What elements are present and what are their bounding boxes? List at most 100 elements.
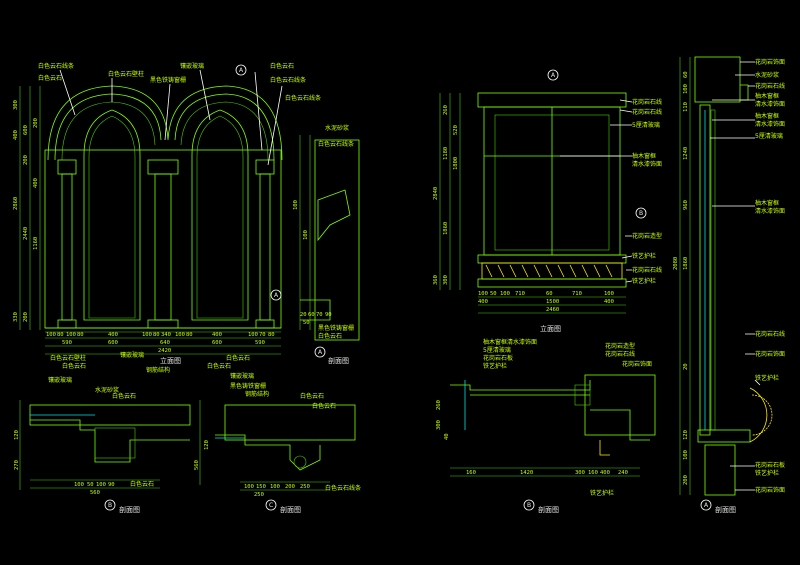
label: 白色云石线条 <box>270 76 306 84</box>
svg-text:2080: 2080 <box>673 257 679 270</box>
svg-text:520: 520 <box>453 125 459 135</box>
label: 白色云石 <box>38 74 62 82</box>
svg-text:花岗岩造型: 花岗岩造型 <box>605 342 635 350</box>
svg-text:80: 80 <box>153 332 160 338</box>
svg-text:400: 400 <box>600 470 610 476</box>
vdim: 2860 <box>13 197 19 210</box>
elevation-title: 立面图 <box>160 356 181 365</box>
svg-text:黑色铁铸窗栅: 黑色铁铸窗栅 <box>318 324 354 332</box>
label: 镶嵌玻璃 <box>120 351 144 359</box>
svg-text:水泥砂浆: 水泥砂浆 <box>755 71 779 79</box>
svg-text:80: 80 <box>57 332 64 338</box>
svg-text:水泥砂浆: 水泥砂浆 <box>325 124 349 132</box>
svg-text:柚木窗框: 柚木窗框 <box>755 199 779 207</box>
svg-text:250: 250 <box>300 484 310 490</box>
svg-text:B: B <box>639 210 643 217</box>
svg-text:560: 560 <box>194 460 200 470</box>
svg-text:80: 80 <box>268 332 275 338</box>
svg-text:100: 100 <box>244 484 254 490</box>
vdim: 400 <box>13 130 19 140</box>
svg-text:40: 40 <box>444 433 450 440</box>
right-section-b: 柚木窗框清水漆饰面 5厘清玻璃 花岗岩石板 铁艺护栏 花岗岩造型 花岗岩石线 花… <box>436 338 656 514</box>
left-section-c: 镶嵌玻璃 黑色铸铁窗栅 钢筋结构 白色云石 白色云石 白色云石线条 100 15… <box>194 372 361 514</box>
svg-text:200: 200 <box>285 484 295 490</box>
svg-text:70: 70 <box>316 312 323 318</box>
svg-text:80: 80 <box>186 332 193 338</box>
svg-text:400: 400 <box>212 332 222 338</box>
svg-text:花岗岩造型: 花岗岩造型 <box>632 232 662 240</box>
svg-text:710: 710 <box>572 291 582 297</box>
svg-text:100: 100 <box>683 450 689 460</box>
double-arch-outer <box>47 85 283 161</box>
right-elevation: 260 520 1800 1180 2840 1860 360 300 100 … <box>433 69 662 333</box>
svg-text:400: 400 <box>478 299 488 305</box>
left-section-a: 水泥砂浆 白色云石线条 黑色铁铸窗栅 白色云石 20 60 70 90 50 1… <box>270 124 360 365</box>
left-window-lattice <box>88 115 136 319</box>
svg-text:1860: 1860 <box>443 222 449 235</box>
svg-text:400: 400 <box>604 299 614 305</box>
svg-text:清水漆饰面: 清水漆饰面 <box>755 207 785 215</box>
svg-text:镶嵌玻璃: 镶嵌玻璃 <box>230 372 254 380</box>
left-section-b: 镶嵌玻璃 水泥砂浆 白色云石 钢筋结构 白色云石 100 50 100 90 5… <box>14 366 191 514</box>
vdim: 200 <box>23 155 29 165</box>
svg-text:150: 150 <box>256 484 266 490</box>
right-section-a-labels: 花岗岩饰面 水泥砂浆 花岗岩石线 柚木窗框 清水漆饰面 柚木窗框 清水漆饰面 5… <box>710 58 785 494</box>
label: 白色云石 <box>62 362 86 370</box>
svg-text:柚木窗框: 柚木窗框 <box>632 152 656 160</box>
svg-text:50: 50 <box>303 320 310 326</box>
vdim: 2440 <box>23 227 29 240</box>
svg-text:B: B <box>527 502 531 509</box>
svg-text:5厘清玻璃: 5厘清玻璃 <box>483 346 511 354</box>
svg-text:100: 100 <box>500 291 510 297</box>
svg-text:100: 100 <box>303 230 309 240</box>
svg-text:花岗岩石线: 花岗岩石线 <box>605 350 635 358</box>
svg-text:白色云石: 白色云石 <box>112 392 136 400</box>
svg-text:白色云石: 白色云石 <box>130 480 154 488</box>
svg-text:590: 590 <box>62 340 72 346</box>
svg-text:花岗岩饰面: 花岗岩饰面 <box>622 360 652 368</box>
svg-text:白色云石: 白色云石 <box>318 332 342 340</box>
svg-text:柚木窗框: 柚木窗框 <box>755 92 779 100</box>
svg-text:A: A <box>239 67 244 74</box>
svg-text:640: 640 <box>160 340 170 346</box>
columns <box>57 159 275 329</box>
svg-text:80: 80 <box>77 332 84 338</box>
svg-text:240: 240 <box>618 470 628 476</box>
svg-text:100: 100 <box>142 332 152 338</box>
svg-text:花岗岩石板: 花岗岩石板 <box>755 461 785 469</box>
label: 白色云石壁柱 <box>108 70 144 78</box>
vdim: 300 <box>13 100 19 110</box>
label: 白色云石壁柱 <box>50 354 86 362</box>
svg-text:5厘清玻璃: 5厘清玻璃 <box>632 121 660 129</box>
svg-text:340: 340 <box>161 332 171 338</box>
svg-text:360: 360 <box>433 275 439 285</box>
svg-text:清水漆饰面: 清水漆饰面 <box>755 120 785 128</box>
vdim: 1160 <box>33 237 39 250</box>
svg-text:260: 260 <box>443 105 449 115</box>
svg-text:清水漆饰面: 清水漆饰面 <box>755 100 785 108</box>
section-title: 剖面图 <box>538 505 559 514</box>
svg-text:590: 590 <box>255 340 265 346</box>
svg-text:260: 260 <box>436 400 442 410</box>
left-elevation: 300 400 200 600 200 400 2860 2440 1160 3… <box>13 62 321 370</box>
svg-text:100: 100 <box>74 482 84 488</box>
svg-text:120: 120 <box>683 430 689 440</box>
svg-text:100: 100 <box>96 482 106 488</box>
svg-text:花岗岩石线: 花岗岩石线 <box>632 108 662 116</box>
svg-text:90: 90 <box>325 312 332 318</box>
svg-text:清水漆饰面: 清水漆饰面 <box>632 160 662 168</box>
svg-text:花岗岩石线: 花岗岩石线 <box>755 330 785 338</box>
label: 白色云石 <box>226 354 250 362</box>
left-elev-vdims: 300 400 200 600 200 400 2860 2440 1160 3… <box>13 86 41 330</box>
svg-text:花岗岩饰面: 花岗岩饰面 <box>755 486 785 494</box>
svg-text:1800: 1800 <box>453 157 459 170</box>
svg-text:铁艺护栏: 铁艺护栏 <box>632 252 656 260</box>
svg-text:A: A <box>318 349 323 356</box>
svg-text:铁艺护栏: 铁艺护栏 <box>632 277 656 285</box>
label: 白色云石 <box>207 362 231 370</box>
svg-text:钢筋结构: 钢筋结构 <box>245 390 269 398</box>
svg-text:1240: 1240 <box>683 147 689 160</box>
svg-text:铁艺护栏: 铁艺护栏 <box>483 362 507 370</box>
svg-text:120: 120 <box>204 440 210 450</box>
